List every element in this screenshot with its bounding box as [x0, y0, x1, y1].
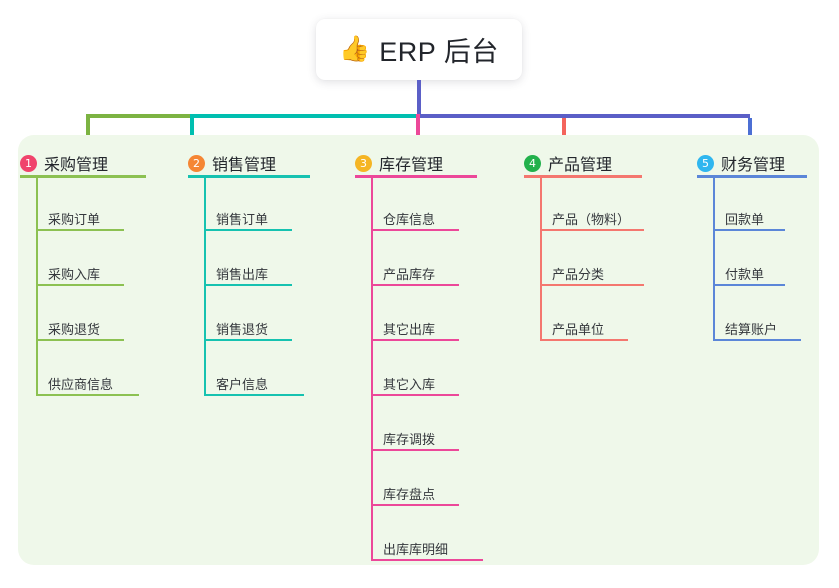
- branch-header-sales[interactable]: 2 销售管理: [188, 151, 276, 175]
- leaf-item-sales-1[interactable]: 销售订单: [216, 212, 269, 227]
- leaf-item-inventory-1[interactable]: 仓库信息: [383, 212, 436, 227]
- branch-underline-finance: [697, 175, 807, 178]
- bus-teal: [190, 114, 418, 118]
- leaf-underline-inventory-3: [371, 339, 459, 341]
- branch-header-product[interactable]: 4 产品管理: [524, 151, 612, 175]
- branch-spine-product: [540, 178, 542, 341]
- leaf-underline-product-3: [540, 339, 628, 341]
- drop-sales: [190, 114, 194, 142]
- leaf-underline-sales-1: [204, 229, 292, 231]
- branch-number-badge-finance: 5: [697, 154, 714, 172]
- leaf-underline-inventory-4: [371, 394, 459, 396]
- leaf-underline-inventory-1: [371, 229, 459, 231]
- leaf-item-purchase-2[interactable]: 采购入库: [48, 267, 101, 282]
- leaf-item-finance-3[interactable]: 结算账户: [725, 322, 778, 337]
- branch-title-inventory: 库存管理: [379, 157, 444, 174]
- branch-spine-finance: [713, 178, 715, 341]
- page-title: ERP 后台: [379, 37, 499, 67]
- branch-title-product: 产品管理: [548, 157, 613, 174]
- branch-spine-sales: [204, 178, 206, 396]
- branch-number-badge-purchase: 1: [20, 154, 37, 172]
- branch-underline-sales: [188, 175, 310, 178]
- root-stem-connector: [417, 80, 421, 116]
- leaf-underline-purchase-1: [36, 229, 124, 231]
- leaf-item-finance-2[interactable]: 付款单: [725, 267, 765, 282]
- leaf-item-inventory-3[interactable]: 其它出库: [383, 322, 436, 337]
- leaf-underline-finance-1: [713, 229, 785, 231]
- branch-header-finance[interactable]: 5 财务管理: [697, 151, 785, 175]
- branch-header-inventory[interactable]: 3 库存管理: [355, 151, 443, 175]
- leaf-underline-inventory-6: [371, 504, 459, 506]
- branch-header-purchase[interactable]: 1 采购管理: [20, 151, 108, 175]
- branch-spine-inventory: [371, 178, 373, 561]
- leaf-underline-inventory-2: [371, 284, 459, 286]
- leaf-underline-purchase-3: [36, 339, 124, 341]
- leaf-item-inventory-5[interactable]: 库存调拨: [383, 432, 436, 447]
- branch-underline-product: [524, 175, 642, 178]
- leaf-item-sales-4[interactable]: 客户信息: [216, 377, 269, 392]
- leaf-underline-finance-2: [713, 284, 785, 286]
- leaf-item-inventory-4[interactable]: 其它入库: [383, 377, 436, 392]
- leaf-underline-sales-4: [204, 394, 304, 396]
- leaf-underline-finance-3: [713, 339, 801, 341]
- branch-underline-inventory: [355, 175, 477, 178]
- drop-finance: [748, 118, 752, 142]
- leaf-underline-sales-3: [204, 339, 292, 341]
- thumbs-up-icon: 👍: [339, 35, 371, 63]
- branch-spine-purchase: [36, 178, 38, 396]
- leaf-underline-product-2: [540, 284, 644, 286]
- leaf-item-product-1[interactable]: 产品（物料）: [552, 212, 631, 227]
- branch-number-badge-sales: 2: [188, 154, 205, 172]
- drop-purchase: [86, 114, 90, 142]
- root-title-card[interactable]: 👍 ERP 后台: [316, 19, 522, 80]
- branch-underline-purchase: [20, 175, 146, 178]
- leaf-item-inventory-2[interactable]: 产品库存: [383, 267, 436, 282]
- leaf-underline-sales-2: [204, 284, 292, 286]
- leaf-item-finance-1[interactable]: 回款单: [725, 212, 765, 227]
- leaf-underline-inventory-7: [371, 559, 483, 561]
- leaf-item-purchase-3[interactable]: 采购退货: [48, 322, 101, 337]
- leaf-item-inventory-6[interactable]: 库存盘点: [383, 487, 436, 502]
- bus-green: [86, 114, 192, 118]
- branch-title-finance: 财务管理: [721, 157, 786, 174]
- branch-panel: 1 采购管理采购订单采购入库采购退货供应商信息 2 销售管理销售订单销售出库销售退货客…: [18, 135, 819, 565]
- branch-title-purchase: 采购管理: [44, 157, 109, 174]
- leaf-item-purchase-1[interactable]: 采购订单: [48, 212, 101, 227]
- branch-title-sales: 销售管理: [212, 157, 277, 174]
- drop-inventory: [416, 114, 420, 142]
- leaf-underline-purchase-4: [36, 394, 139, 396]
- leaf-underline-purchase-2: [36, 284, 124, 286]
- branch-number-badge-product: 4: [524, 154, 541, 172]
- leaf-item-purchase-4[interactable]: 供应商信息: [48, 377, 114, 392]
- leaf-item-sales-3[interactable]: 销售退货: [216, 322, 269, 337]
- leaf-underline-inventory-5: [371, 449, 459, 451]
- leaf-item-inventory-7[interactable]: 出库库明细: [383, 542, 449, 557]
- leaf-item-product-3[interactable]: 产品单位: [552, 322, 605, 337]
- leaf-item-sales-2[interactable]: 销售出库: [216, 267, 269, 282]
- branch-number-badge-inventory: 3: [355, 154, 372, 172]
- bus-purple: [416, 114, 750, 118]
- leaf-item-product-2[interactable]: 产品分类: [552, 267, 605, 282]
- drop-product: [562, 118, 566, 142]
- leaf-underline-product-1: [540, 229, 644, 231]
